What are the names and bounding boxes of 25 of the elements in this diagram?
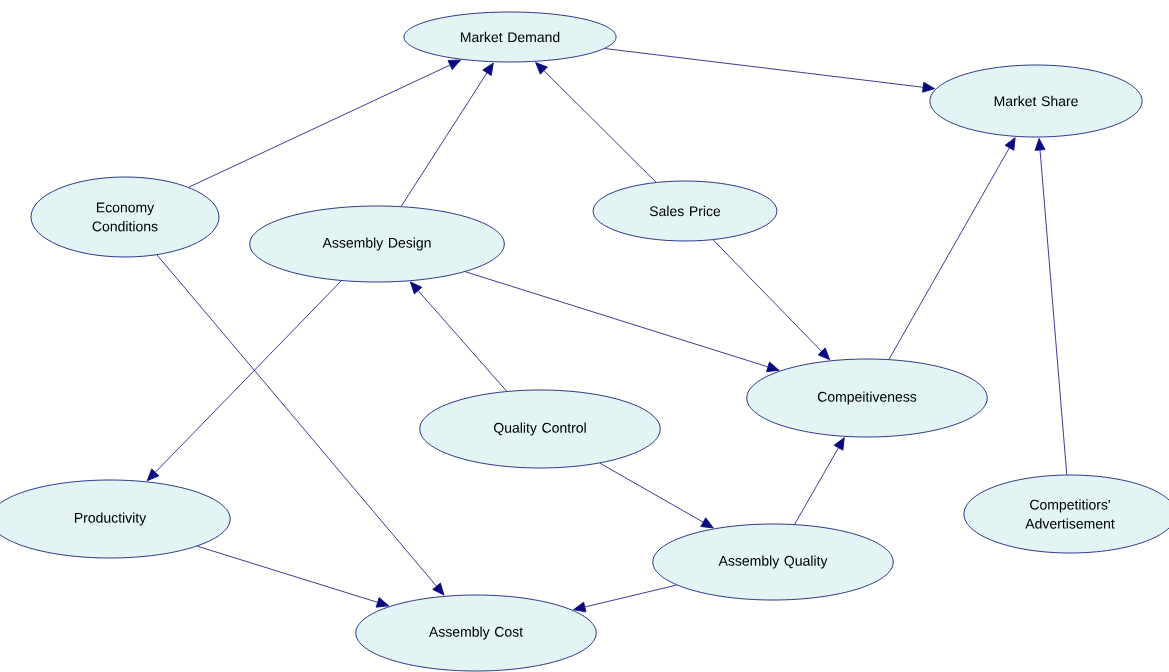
ellipse-node: Compeitiveness — [746, 358, 988, 438]
ellipse-node: Assembly Quality — [652, 523, 894, 601]
arrow — [599, 462, 714, 529]
arrow — [535, 62, 657, 183]
arrow — [400, 62, 494, 207]
ellipse-node: Assembly Cost — [355, 594, 597, 672]
arrow — [410, 281, 507, 392]
ellipse-node: Economy Conditions — [30, 176, 220, 258]
arrow — [464, 271, 780, 373]
arrow — [573, 584, 677, 613]
arrow — [888, 137, 1016, 360]
arrow — [196, 545, 390, 608]
arrow — [156, 254, 445, 596]
arrow — [604, 48, 936, 93]
ellipse-node: Competitiors' Advertisement — [963, 474, 1169, 554]
ellipse-node: Market Demand — [403, 11, 617, 63]
ellipse-node: Market Share — [929, 64, 1143, 138]
ellipse-node: Assembly Design — [249, 205, 505, 283]
arrow — [146, 280, 342, 482]
arrow — [188, 59, 461, 188]
arrow — [712, 239, 831, 361]
ellipse-node: Quality Control — [419, 389, 661, 469]
arrow — [794, 437, 845, 525]
ellipse-node: Sales Price — [592, 180, 778, 242]
arrow — [1034, 138, 1068, 475]
